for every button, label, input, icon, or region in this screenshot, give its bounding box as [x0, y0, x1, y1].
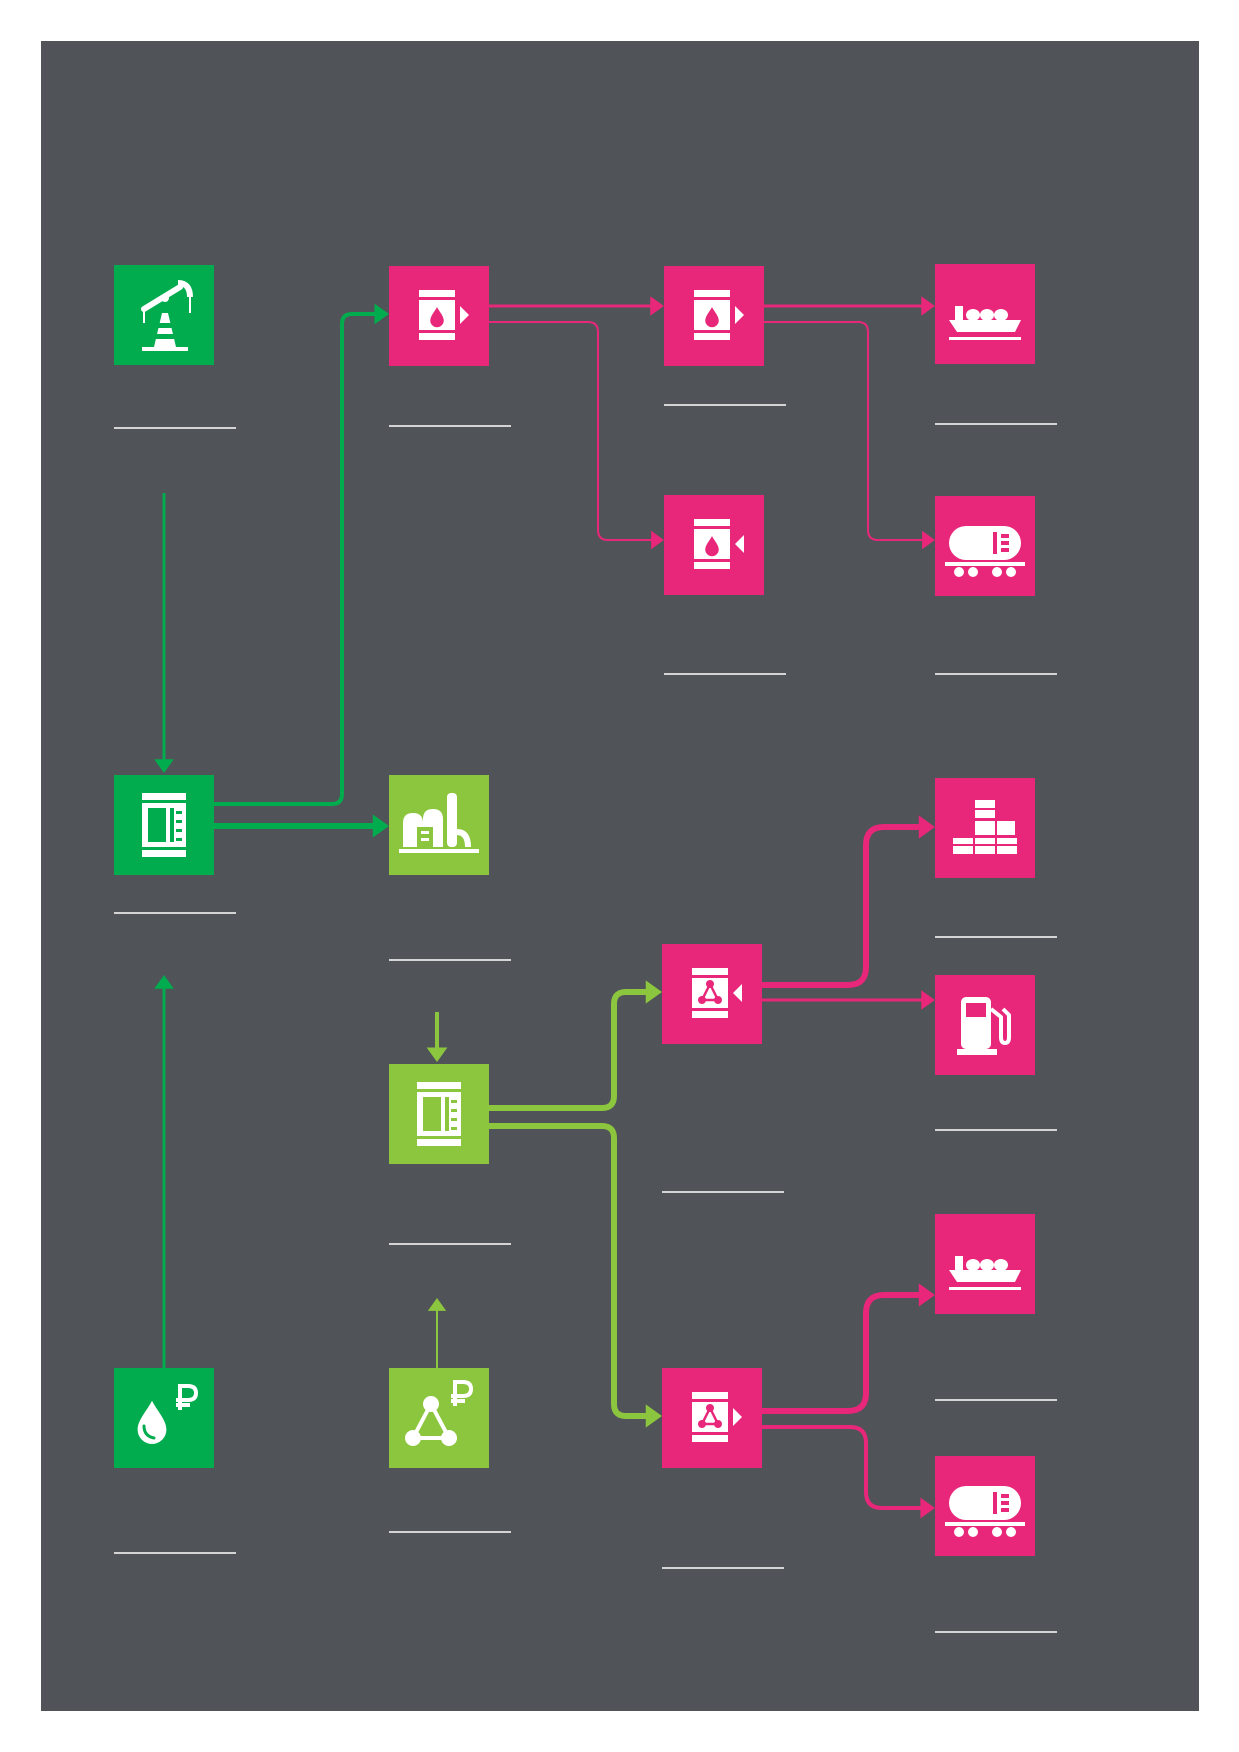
arrowhead [645, 1404, 662, 1428]
arrowhead [920, 1497, 935, 1519]
oil-drum-import-icon [694, 519, 744, 569]
node-oil-rail-tank-car [935, 496, 1035, 596]
tanker-ship-icon [949, 306, 1021, 340]
node-box [114, 1368, 214, 1468]
edge-product-purchase-to-product-storage [427, 1298, 447, 1368]
arrowhead [921, 990, 935, 1010]
oil-drum-export-icon [419, 290, 469, 340]
arrowhead [374, 303, 389, 325]
arrowhead [650, 296, 664, 316]
arrowhead [426, 1047, 448, 1062]
arrowhead [154, 975, 174, 989]
node-product-terminal-export [662, 1368, 762, 1468]
edges-layer [154, 296, 935, 1519]
barrels-icon [953, 800, 1017, 854]
edge-oil-storage-to-oil-terminal-export-1 [214, 303, 389, 806]
edge-line [489, 989, 650, 1111]
refinery-icon [399, 793, 479, 853]
edge-line [489, 1123, 650, 1419]
edge-line [762, 1425, 923, 1510]
edge-line [762, 1292, 923, 1414]
nodes-layer [114, 264, 1035, 1556]
arrowhead [645, 980, 662, 1004]
node-fuel-station [935, 975, 1035, 1075]
rail-tank-car-icon [945, 1486, 1025, 1537]
oil-pump-icon [141, 280, 193, 351]
arrowhead [651, 530, 664, 550]
edge-line [764, 321, 923, 541]
node-oil-tanker-ship [935, 264, 1035, 364]
product-drum-export-icon [692, 1392, 742, 1442]
node-product-storage [389, 1064, 489, 1164]
molecule-ruble-icon [405, 1380, 474, 1446]
edge-product-storage-to-product-terminal-export [489, 1123, 662, 1428]
arrowhead [154, 759, 174, 773]
arrowhead [918, 815, 935, 839]
edge-oil-terminal-export-2-to-oil-tanker-ship [764, 296, 935, 316]
node-oil-pump [114, 265, 214, 365]
edge-oil-storage-to-refinery [214, 814, 389, 838]
edge-product-terminal-export-to-product-rail-tank-car [762, 1425, 935, 1519]
storage-tank-icon [417, 1082, 461, 1146]
node-oil-terminal-export-2 [664, 266, 764, 366]
arrowhead [372, 814, 389, 838]
node-barrels [935, 778, 1035, 878]
oil-ruble-icon [137, 1384, 199, 1444]
edge-oil-terminal-export-1-to-oil-terminal-import [489, 321, 664, 550]
edge-line [214, 312, 378, 806]
edge-oil-purchase-to-oil-storage [154, 975, 174, 1368]
edge-oil-pump-to-oil-storage [154, 493, 174, 773]
arrowhead [918, 1283, 935, 1307]
rail-tank-car-icon [945, 526, 1025, 577]
edge-product-terminal-import-to-fuel-station [762, 990, 935, 1010]
node-oil-purchase [114, 1368, 214, 1468]
node-product-tanker-ship [935, 1214, 1035, 1314]
product-drum-import-icon [692, 968, 742, 1018]
arrowhead [921, 296, 935, 316]
edge-product-storage-to-product-terminal-import [489, 980, 662, 1111]
edge-refinery-to-product-storage [426, 1012, 448, 1062]
edge-product-terminal-import-to-barrels [762, 815, 935, 988]
fuel-station-icon [957, 997, 1011, 1055]
edge-line [489, 321, 652, 541]
arrowhead [922, 530, 935, 550]
arrowhead [427, 1298, 447, 1311]
node-product-terminal-import [662, 944, 762, 1044]
storage-tank-icon [142, 793, 186, 857]
node-oil-terminal-import [664, 495, 764, 595]
node-product-rail-tank-car [935, 1456, 1035, 1556]
edge-line [762, 824, 923, 988]
node-refinery [389, 775, 489, 875]
edge-oil-terminal-export-1-to-oil-terminal-export-2 [489, 296, 664, 316]
tanker-ship-icon [949, 1256, 1021, 1290]
captions-layer [114, 404, 1057, 1633]
oil-drum-export-icon [694, 290, 744, 340]
node-oil-storage [114, 775, 214, 875]
node-product-purchase [389, 1368, 489, 1468]
edge-product-terminal-export-to-product-tanker-ship [762, 1283, 935, 1414]
node-oil-terminal-export-1 [389, 266, 489, 366]
edge-oil-terminal-export-2-to-oil-rail-tank-car [764, 321, 935, 550]
